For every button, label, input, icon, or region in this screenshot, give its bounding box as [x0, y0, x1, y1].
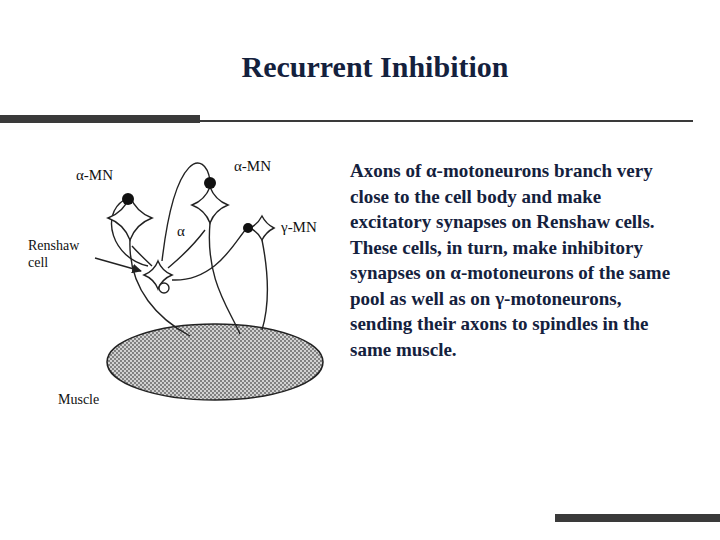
synapses [122, 177, 253, 293]
muscle-ellipse [107, 324, 323, 400]
alpha-axon [130, 240, 190, 336]
gamma-motoneuron [250, 216, 274, 240]
slide-title: Recurrent Inhibition [160, 50, 590, 85]
leader-arrow [95, 258, 141, 271]
neuron-label: α-MN [234, 158, 271, 175]
slide-decor [0, 115, 720, 522]
neuron-label: γ-MN [281, 219, 317, 236]
cell-label: Renshaw cell [28, 238, 92, 272]
footer-bar [555, 514, 720, 522]
neuron-label: α-MN [76, 167, 113, 184]
header-rule [200, 120, 693, 122]
alpha-motoneuron [192, 187, 228, 223]
neuron-label: α [177, 223, 185, 240]
axon-collateral [168, 230, 205, 268]
header-bar [0, 115, 200, 123]
alpha-axon [209, 223, 240, 334]
axon-lines [112, 163, 268, 336]
inhibitory-synapse [159, 283, 169, 293]
muscle-label: Muscle [58, 392, 99, 409]
explanation-text: Axons of α-motoneurons branch very close… [350, 158, 685, 362]
gamma-axon [262, 240, 267, 330]
excitatory-synapse [204, 177, 216, 189]
excitatory-synapse [243, 223, 253, 233]
neuron-bodies [108, 187, 274, 289]
axon-collateral [132, 246, 152, 266]
excitatory-synapse [122, 193, 134, 205]
